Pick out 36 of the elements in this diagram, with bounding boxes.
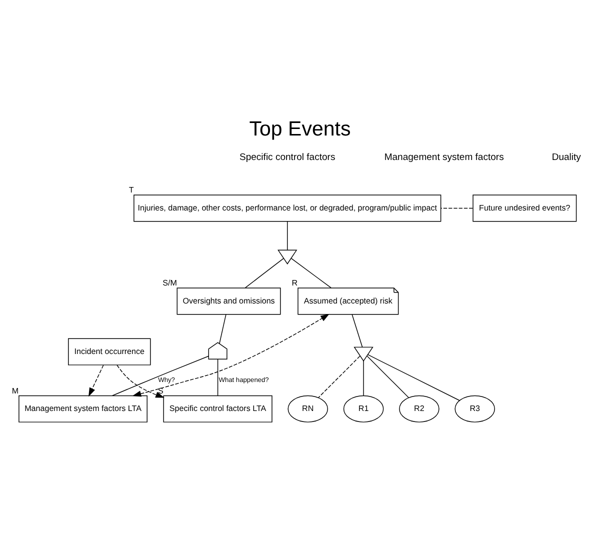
node-gate [278, 250, 298, 265]
diagram-title: Top Events [249, 117, 351, 140]
connector [287, 221, 288, 250]
connector [219, 314, 226, 344]
connector [366, 356, 409, 398]
node-box: Future undesired events? [472, 194, 577, 222]
arrow [116, 364, 164, 398]
label: Specific control factors [240, 152, 336, 164]
node-label: R [292, 278, 298, 288]
node-label: S/M [162, 278, 177, 288]
node-label: T [128, 186, 134, 195]
node-box: Specific control factors LTA [163, 395, 272, 422]
label: Management system factors [384, 152, 504, 164]
node-ellipse: RN [288, 395, 328, 422]
arrow [88, 364, 104, 397]
label: Duality [552, 152, 581, 164]
connector [291, 258, 332, 288]
connector [112, 356, 209, 396]
node-box: Oversights and omissions [176, 288, 281, 315]
node-arch [208, 342, 228, 360]
connector [244, 258, 284, 288]
node-gate [354, 346, 374, 362]
node-box: Injuries, damage, other costs, performance lost, or degraded, program/public impact [134, 194, 442, 222]
node-ellipse: R1 [343, 395, 384, 422]
node-ellipse: R2 [399, 395, 440, 422]
node-ellipse: R3 [454, 395, 495, 422]
connector [440, 208, 474, 209]
node-box: Incident occurrence [68, 338, 151, 366]
node-box: Management system factors LTA [18, 395, 148, 422]
arrow [132, 314, 330, 397]
connector [352, 314, 363, 348]
node-label: M [12, 386, 19, 396]
connector [367, 354, 460, 401]
connector [217, 358, 218, 396]
connector [363, 360, 364, 396]
connector [318, 356, 360, 398]
